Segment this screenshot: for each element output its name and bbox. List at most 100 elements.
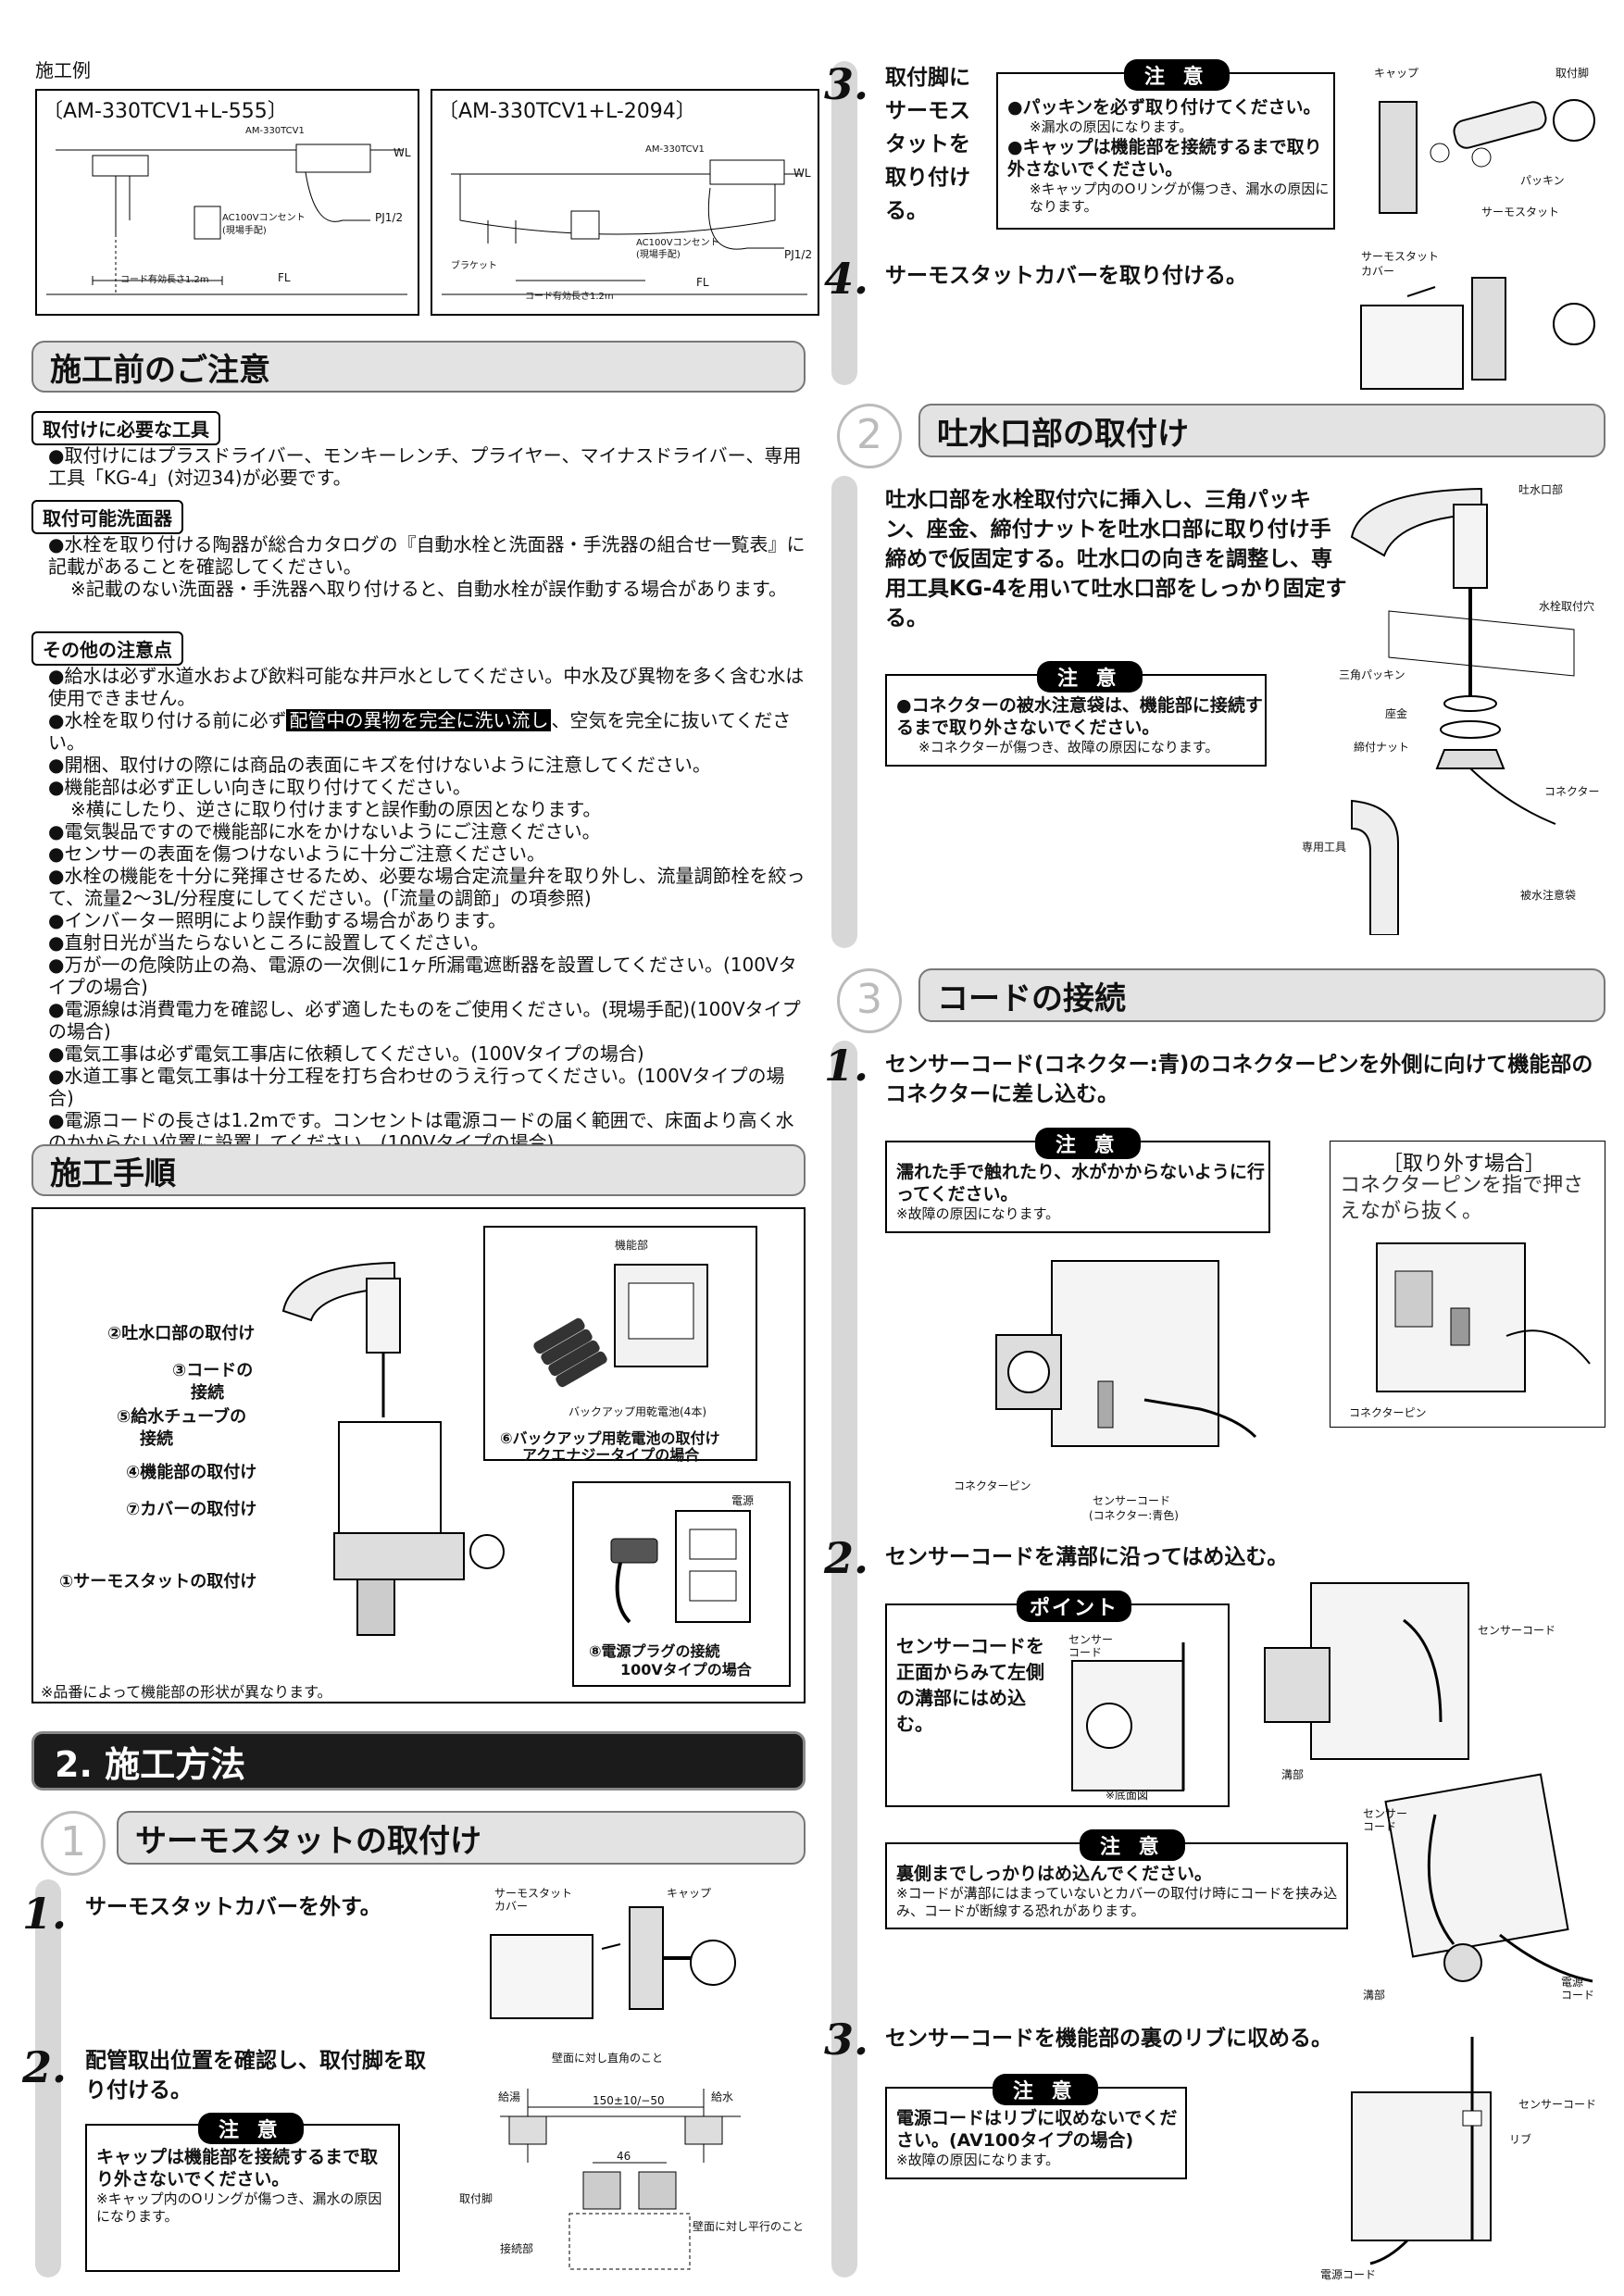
s1-step2-num: 2. [22,2042,68,2092]
remove-text: コネクターピンを指で押さえながら抜く。 [1340,1174,1584,1223]
s2-caution-label: 注 意 [1037,661,1143,693]
s1-step3-caution: 注 意 ●パッキンを必ず取り付けてください。 ※漏水の原因になります。 ●キャッ… [996,59,1335,230]
other-item-4: ●機能部は必ず正しい向きに取り付けてください。 [48,776,471,798]
s3-step3-label-power: 電源コード [1320,2268,1377,2281]
example-right-bracket: ブラケット [451,261,497,271]
s1-step2-diagram [500,2089,741,2270]
callout-cover: ⑦カバーの取付け [126,1500,257,1519]
right-step-rail-1 [831,61,857,385]
s1-step4-label-thermo: サーモスタット [1361,250,1440,263]
s3-step1-text: センサーコード(コネクター:青)のコネクターピンを外側に向けて機能部のコネクター… [885,1053,1593,1106]
s1-step1-diagram [490,1906,736,2019]
s2-label-tool: 専用工具 [1302,841,1347,854]
section-2-title: 吐水口部の取付け [918,404,1605,457]
s3-step2-label-power: 電源 [1561,1976,1584,1989]
s3-step2-label-sensor-b: センサー [1363,1807,1408,1820]
s3-step1-label-pin: コネクターピン [954,1479,1031,1492]
procedure-faucet-diagram [281,1261,505,1636]
callout-tube-2: 接続 [140,1429,173,1449]
example-left-fl: FL [278,271,291,284]
example-right-wl: WL [793,167,811,180]
example-right-outlet-note: (現場手配) [636,250,681,260]
s3-step2-caution-label: 注 意 [1080,1829,1185,1861]
s2-label-triangle: 三角パッキン [1339,668,1405,681]
s3-step3-text: センサーコードを機能部の裏のリブに収める。 [885,2027,1332,2051]
s1-step2-label-wall: 壁面に対し直角のこと [552,2052,664,2065]
method-title: 2. 施工方法 [31,1731,806,1791]
other-item-13: ●水道工事と電気工事は十分工程を打ち合わせのうえ行ってください。(100Vタイプ… [48,1065,785,1109]
example-right-outlet: AC100Vコンセント [636,238,719,248]
other-item-7: ●水栓の機能を十分に発揮させるため、必要な場合定流量弁を取り外し、流量調節栓を絞… [48,865,806,909]
s1-step2-label-dim2: 46 [617,2150,631,2163]
battery-caption-2: アクエナジータイプの場合 [522,1446,700,1464]
battery-part-label: 機能部 [615,1239,649,1252]
s1-step3-label-leg: 取付脚 [1555,67,1590,80]
s2-text: 吐水口部を水栓取付穴に挿入し、三角パッキン、座金、締付ナットを吐水口部に取り付け… [885,488,1347,630]
s1-step3-label-cap: キャップ [1374,67,1419,80]
s1-step1-label-cap: キャップ [667,1887,712,1900]
s3-step3-caution: 注 意 電源コードはリブに収めないでください。(AV100タイプの場合) ※故障… [885,2074,1187,2179]
s3-step2-num: 2. [824,1533,869,1583]
s2-label-connector: コネクター [1544,785,1600,798]
point-label-sensor: センサー [1068,1633,1114,1646]
s1-step3-caution-text: ●パッキンを必ず取り付けてください。 ※漏水の原因になります。 ●キャップは機能… [1007,97,1330,215]
example-right-model: 〔AM-330TCV1+L-2094〕 [438,100,696,123]
s1-step1-num: 1. [22,1889,68,1939]
examples-heading: 施工例 [35,59,91,81]
highlight-flush: 配管中の異物を完全に洗い流し [286,709,552,731]
s3-step1-diagram [995,1260,1257,1447]
remove-frame: ［取り外す場合］ コネクターピンを指で押さえながら抜く。 コネクターピン [1330,1141,1605,1428]
s2-caution-text: ●コネクターの被水注意袋は、機能部に接続するまで取り外さないでください。 ※コネ… [896,695,1263,755]
s3-step3-label-rib: リブ [1509,2133,1532,2146]
other-item-8: ●インバーター照明により誤作動する場合があります。 [48,909,507,931]
other-item-5: ●電気製品ですので機能部に水をかけないようにご注意ください。 [48,820,601,842]
example-left-model: 〔AM-330TCV1+L-555〕 [43,100,288,123]
section-2-number: 2 [837,404,902,468]
power-frame: 電源 ⑧電源プラグの接続 100Vタイプの場合 [572,1481,791,1687]
s1-step1-label-cover-2: カバー [494,1900,529,1913]
example-left-diagram [46,144,407,295]
s1-step1-label-cover: サーモスタット [494,1887,573,1900]
callout-spout: ②吐水口部の取付け [107,1324,256,1343]
s2-label-nut: 締付ナット [1354,741,1410,754]
s3-step2-label-groove: 溝部 [1281,1768,1305,1781]
s1-step2-label-leg: 取付脚 [459,2192,493,2205]
remove-title: ［取り外す場合］ [1382,1153,1546,1176]
other-item-6: ●センサーの表面を傷つけないように十分ご注意ください。 [48,842,546,865]
s3-step3-diagram [1351,2037,1492,2265]
point-label: ポイント [1017,1591,1132,1622]
s3-step2-label-power-2: コード [1561,1989,1595,2002]
s2-label-washer: 座金 [1385,707,1408,720]
example-left-frame: 〔AM-330TCV1+L-555〕 WL AM-330TCV1 AC100Vコ… [35,89,419,316]
section-3-number: 3 [837,968,902,1033]
other-tag: その他の注意点 [31,631,183,666]
s2-caution: 注 意 ●コネクターの被水注意袋は、機能部に接続するまで取り外さないでください。… [885,661,1267,767]
s3-step3-num: 3. [824,2015,869,2065]
example-right-cord: コード有効長さ1.2m [525,292,614,302]
s1-step2-caution-label: 注 意 [198,2113,304,2144]
other-item-11: ●電源線は消費電力を確認し、必ず適したものをご使用ください。(現場手配)(100… [48,998,801,1042]
other-item-2: ●水栓を取り付ける前に必ず配管中の異物を完全に洗い流し、空気を完全に抜いてくださ… [48,709,792,754]
s3-step1-label-sensor: センサーコード [1093,1494,1171,1507]
s1-step2-text: 配管取出位置を確認し、取付脚を取り付ける。 [85,2049,426,2103]
s1-step2-label-hot: 給湯 [498,2090,521,2103]
section-3-title: コードの接続 [918,968,1605,1022]
s1-step2-label-cold: 給水 [711,2090,734,2103]
basin-text: ●水栓を取り付ける陶器が総合カタログの『自動水栓と洗面器・手洗器の組合せ一覧表』… [48,533,806,578]
s1-step2-caution: 注 意 キャップは機能部を接続するまで取り外さないでください。 ※キャップ内のO… [85,2113,400,2272]
s3-step3-caution-text: 電源コードはリブに収めないでください。(AV100タイプの場合) ※故障の原因に… [896,2108,1178,2168]
precautions-title: 施工前のご注意 [31,341,806,393]
s3-step1-caution-label: 注 意 [1035,1128,1141,1159]
s2-diagram [1350,487,1575,935]
s1-step2-caution-text: キャップは機能部を接続するまで取り外さないでください。 ※キャップ内のOリングが… [96,2146,393,2226]
s3-step3-label-sensor: センサーコード [1518,2098,1597,2111]
s2-label-hole: 水栓取付穴 [1539,600,1595,613]
battery-label: バックアップ用乾電池(4本) [568,1405,706,1418]
s1-step2-label-joint: 接続部 [500,2242,534,2255]
s1-step3-caution-label: 注 意 [1124,59,1230,91]
basin-tag: 取付可能洗面器 [31,500,183,534]
procedure-frame: ②吐水口部の取付け ③コードの 接続 ⑤給水チューブの 接続 ④機能部の取付け … [31,1207,806,1703]
example-right-pj: PJ1/2 [784,248,813,261]
left-step-rail [35,1879,61,2277]
example-left-wl: WL [394,146,411,159]
